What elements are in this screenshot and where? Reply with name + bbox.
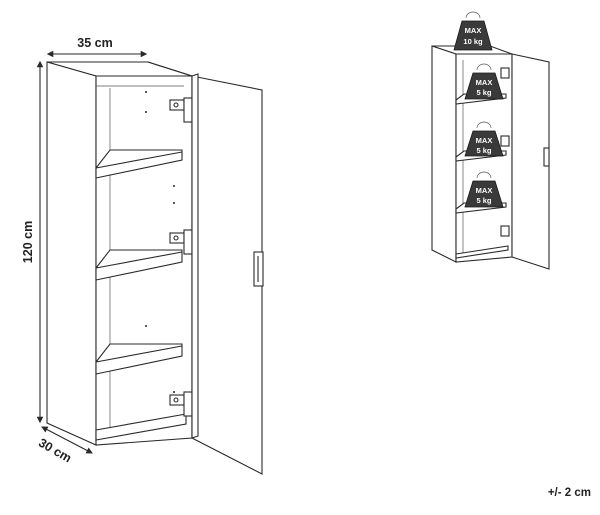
weight-icon bbox=[464, 121, 504, 157]
dimensioned-cabinet bbox=[36, 50, 264, 475]
top-edge bbox=[147, 61, 193, 77]
depth-dimension-line bbox=[41, 426, 93, 454]
weight-icon bbox=[464, 171, 504, 208]
door-handle-icon bbox=[253, 251, 264, 287]
cabinet-door bbox=[511, 53, 550, 270]
weight-max-label: MAX bbox=[476, 186, 493, 195]
height-label: 120 cm bbox=[21, 221, 35, 263]
cabinet-left-side bbox=[431, 45, 457, 263]
bottom-panel bbox=[95, 413, 187, 441]
tolerance-label: +/- 2 cm bbox=[548, 487, 591, 499]
cabinet-left-side bbox=[46, 61, 97, 446]
bottom-panel bbox=[455, 245, 509, 259]
door-handle-icon bbox=[543, 147, 550, 167]
weight-max-label: MAX bbox=[476, 78, 493, 87]
hinge-icon bbox=[500, 135, 510, 147]
shelf bbox=[95, 343, 183, 375]
weight-max-label: MAX bbox=[465, 26, 482, 35]
weight-value-label: 5 kg bbox=[476, 146, 491, 155]
load-capacity-cabinet bbox=[431, 45, 550, 270]
cabinet-door bbox=[191, 75, 263, 475]
width-label: 35 cm bbox=[77, 36, 112, 50]
door-edge bbox=[191, 73, 199, 439]
weight-value-label: 5 kg bbox=[476, 196, 491, 205]
hinge-icon bbox=[500, 67, 510, 79]
weight-value-label: 10 kg bbox=[463, 37, 483, 46]
weight-icon bbox=[453, 11, 493, 51]
weight-icon bbox=[464, 63, 504, 100]
shelf-pins bbox=[145, 91, 175, 393]
shelf bbox=[95, 149, 183, 179]
shelf bbox=[95, 249, 183, 281]
hinge-icon bbox=[500, 225, 510, 237]
weight-value-label: 5 kg bbox=[476, 88, 491, 97]
weight-max-label: MAX bbox=[476, 136, 493, 145]
